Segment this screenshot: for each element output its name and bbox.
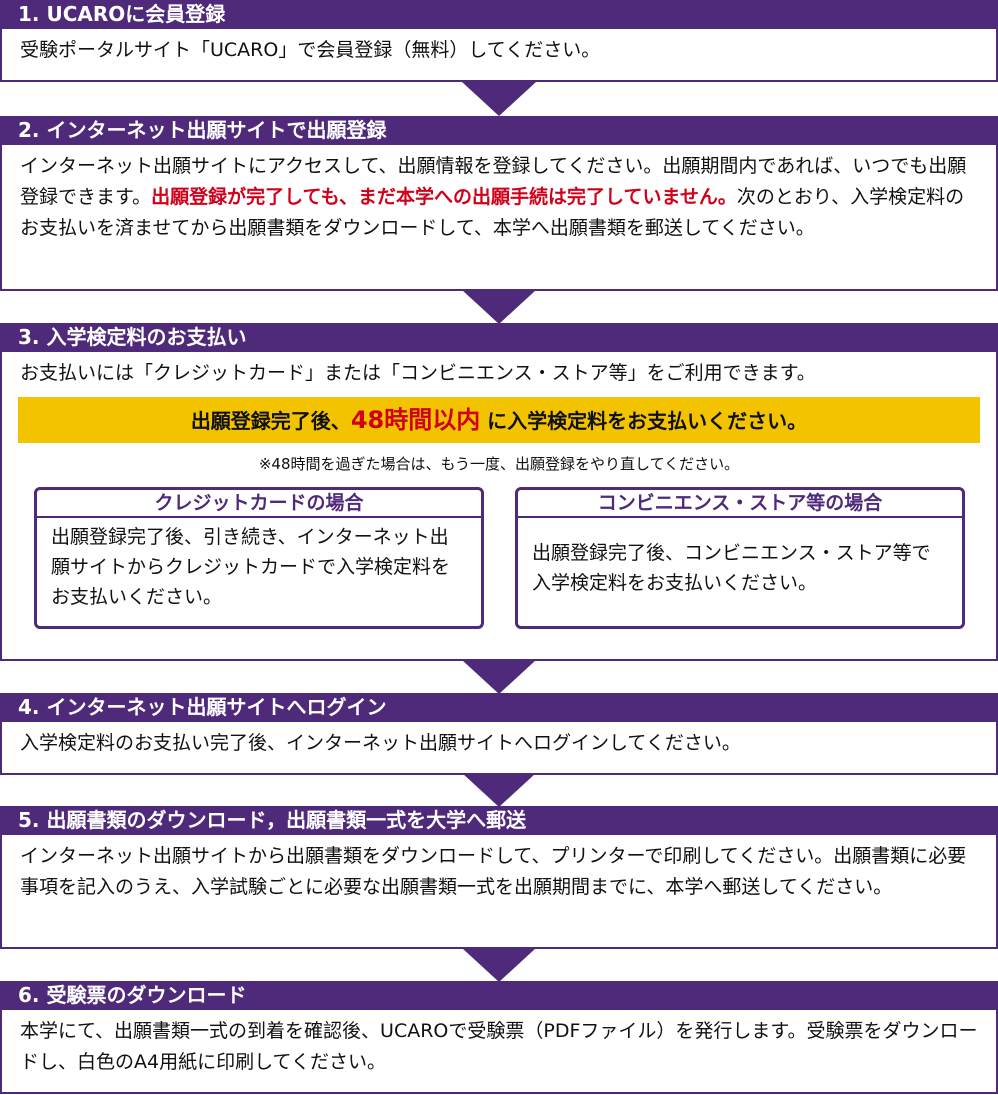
step-1-title: 1. UCAROに会員登録 (0, 0, 998, 29)
step-6: 6. 受験票のダウンロード 本学にて、出願書類一式の到着を確認後、UCAROで受… (0, 981, 998, 1094)
step-4-title: 4. インターネット出願サイトへログイン (0, 693, 998, 722)
step-6-text: 本学にて、出願書類一式の到着を確認後、UCAROで受験票（PDFファイル）を発行… (20, 1020, 978, 1073)
method-convenience-store-title: コンビニエンス・ストア等の場合 (518, 490, 962, 518)
step-2-title: 2. インターネット出願サイトで出願登録 (0, 116, 998, 145)
step-6-body: 本学にて、出願書類一式の到着を確認後、UCAROで受験票（PDFファイル）を発行… (0, 1010, 998, 1094)
step-4-text: 入学検定料のお支払い完了後、インターネット出願サイトへログインしてください。 (20, 732, 741, 754)
payment-methods: クレジットカードの場合 出願登録完了後、引き続き、インターネット出願サイトからク… (2, 479, 996, 631)
method-credit-card-title: クレジットカードの場合 (37, 490, 481, 518)
arrow-down-icon (462, 948, 536, 982)
deadline-highlight: 出願登録完了後、48時間以内 に入学検定料をお支払いください。 (18, 397, 980, 443)
highlight-text-b: に入学検定料をお支払いください。 (480, 409, 808, 433)
step-5-text: インターネット出願サイトから出願書類をダウンロードして、プリンターで印刷してくだ… (20, 845, 967, 898)
deadline-note: ※48時間を過ぎた場合は、もう一度、出願登録をやり直してください。 (258, 455, 740, 473)
step-6-title: 6. 受験票のダウンロード (0, 981, 998, 1010)
arrow-down-icon (462, 290, 536, 324)
step-1: 1. UCAROに会員登録 受験ポータルサイト「UCARO」で会員登録（無料）し… (0, 0, 998, 82)
arrow-down-icon (462, 773, 536, 807)
arrow-down-icon (462, 660, 536, 694)
step-4-body: 入学検定料のお支払い完了後、インターネット出願サイトへログインしてください。 (0, 722, 998, 775)
step-3-title: 3. 入学検定料のお支払い (0, 323, 998, 352)
step-2-text-a: インターネット出願サイトにアクセスして、出願情報を登録してください。出願期間内で… (20, 155, 967, 208)
step-2-text-b: 次のとおり、入学検定料のお支払いを済ませてから出願書類をダウンロードして、本学へ… (20, 186, 965, 239)
arrow-down-icon (462, 82, 536, 116)
step-5: 5. 出願書類のダウンロード，出願書類一式を大学へ郵送 インターネット出願サイト… (0, 806, 998, 949)
highlight-text-a: 出願登録完了後、 (190, 409, 351, 433)
step-5-title: 5. 出願書類のダウンロード，出願書類一式を大学へ郵送 (0, 806, 998, 835)
step-1-text: 受験ポータルサイト「UCARO」で会員登録（無料）してください。 (20, 39, 601, 61)
step-1-body: 受験ポータルサイト「UCARO」で会員登録（無料）してください。 (0, 29, 998, 82)
method-convenience-store-text: 出願登録完了後、コンビニエンス・ストア等で入学検定料をお支払いください。 (532, 542, 931, 594)
step-3-text: お支払いには「クレジットカード」または「コンビニエンス・ストア等」をご利用できま… (20, 362, 816, 384)
method-credit-card: クレジットカードの場合 出願登録完了後、引き続き、インターネット出願サイトからク… (34, 487, 484, 629)
highlight-deadline: 48時間以内 (350, 406, 481, 434)
method-convenience-store: コンビニエンス・ストア等の場合 出願登録完了後、コンビニエンス・ストア等で入学検… (515, 487, 965, 629)
step-2: 2. インターネット出願サイトで出願登録 インターネット出願サイトにアクセスして… (0, 116, 998, 291)
step-3: 3. 入学検定料のお支払い お支払いには「クレジットカード」または「コンビニエン… (0, 323, 998, 661)
step-2-body: インターネット出願サイトにアクセスして、出願情報を登録してください。出願期間内で… (0, 145, 998, 291)
method-credit-card-text: 出願登録完了後、引き続き、インターネット出願サイトからクレジットカードで入学検定… (51, 526, 451, 608)
step-5-body: インターネット出願サイトから出願書類をダウンロードして、プリンターで印刷してくだ… (0, 835, 998, 949)
step-4: 4. インターネット出願サイトへログイン 入学検定料のお支払い完了後、インターネ… (0, 693, 998, 775)
step-3-body: お支払いには「クレジットカード」または「コンビニエンス・ストア等」をご利用できま… (0, 352, 998, 661)
step-2-warning: 出願登録が完了しても、まだ本学への出願手続は完了していません。 (151, 186, 737, 208)
